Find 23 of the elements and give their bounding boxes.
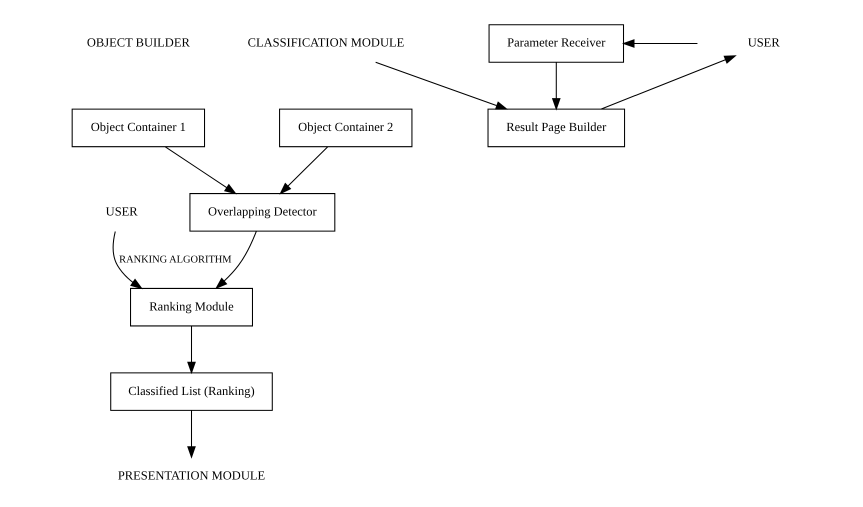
node-box: Ranking Module xyxy=(130,288,252,326)
node-box: Overlapping Detector xyxy=(188,193,335,232)
edge-label: RANKING ALGORITHM xyxy=(118,254,232,266)
node-text: USER xyxy=(105,204,138,219)
node-text: PRESENTATION MODULE xyxy=(117,468,265,482)
arrow xyxy=(551,62,560,111)
node-box: Classified List (Ranking) xyxy=(110,372,272,411)
node-text: CLASSIFICATION MODULE xyxy=(247,36,404,50)
arrow xyxy=(278,146,328,195)
arrow xyxy=(214,231,256,290)
arrow xyxy=(186,326,196,374)
arrow xyxy=(374,62,508,110)
node-box: Parameter Receiver xyxy=(488,24,624,63)
arrow xyxy=(164,146,236,194)
node-box: Object Container 1 xyxy=(71,108,205,148)
node-box: Result Page Builder xyxy=(487,108,625,148)
node-box: Object Container 2 xyxy=(278,108,412,148)
arrow xyxy=(621,39,697,48)
arrow xyxy=(112,231,142,290)
arrow xyxy=(600,55,736,110)
label: OBJECT BUILDER xyxy=(86,36,190,50)
node-text: USER xyxy=(747,36,780,50)
arrow xyxy=(186,410,196,459)
